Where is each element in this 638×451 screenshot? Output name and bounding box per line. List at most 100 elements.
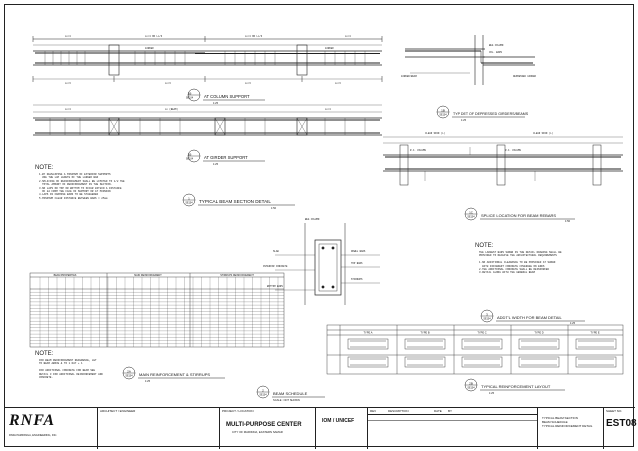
sched-header-1: BEAM PROPERTIES [54,274,77,277]
label-ln3-3: Ln/3 [245,82,251,85]
d3-sheet: SE104 [185,202,193,205]
d9-title: TYPICAL REINFORCEMENT LAYOUT [481,384,551,389]
architect-cell: ARCHITECT / ENGINEER [97,408,219,449]
label-stirrups: STIRRUPS [351,278,363,281]
label-beg-column: BEG COLUMN [489,44,504,47]
detail-6-bubble [480,309,585,323]
detail-4-bubble [436,105,525,119]
d3-num: 1 [188,196,190,200]
reinforcement-layout-table [326,324,624,375]
note1-title: NOTE: [35,165,54,171]
sched-header-3: STIRRUPS REINFORCEMENT [220,274,254,277]
d1-scale: 1:25 [213,101,219,105]
detail-addtl-width [275,223,380,305]
note2-title: NOTE: [35,351,54,357]
drawing-sheet: 1B SE104 AT COLUMN SUPPORT 1:25 1B SE104… [4,4,637,449]
drawing-canvas: 1B SE104 AT COLUMN SUPPORT 1:25 1B SE104… [29,35,624,402]
label-bottom-bars: BOTTOM BARS [267,285,283,288]
d1-title: AT COLUMN SUPPORT [204,94,250,99]
d6-num: 3 [486,312,488,316]
label-ln3-1: Ln/3 [65,82,71,85]
d2-sheet: SE104 [186,158,194,161]
project-sub: CITY OF MARIKINA, EASTERN SAMAR [232,430,283,434]
company-logo: RNFA RNFA PAMPANGA, ENGINEERING, INC. [9,412,93,444]
label-ln4-2: Ln/4 [345,35,351,38]
d5-scale: 1:50 [565,219,571,223]
d8-title: BEAM SCHEDULE [273,391,308,396]
label-beg-column-2: BEG COLUMN [305,218,320,221]
company-sub: RNFA PAMPANGA, ENGINEERING, INC. [9,434,58,437]
d2-num: 1B [188,152,192,156]
d8-num: 2 [262,388,264,392]
label-top-bars: TOP BARS [351,262,363,265]
label-interior: INTERIOR CONCRETE [263,265,288,268]
sheet-no-cell: SHEET NO. EST08 [603,408,637,449]
d3-title: TYPICAL BEAM SECTION DETAIL [199,199,271,204]
d6-title: ADDT'L WIDTH FOR BEAM DETAIL [497,315,563,320]
company-name: RNFA [9,412,56,429]
label-clear-span-2: CLEAR SPAN (L) [533,132,554,135]
label-ln4-right: Ln/4 OR Ln/3 [245,35,263,38]
detail-8-bubble [256,385,325,399]
label-dowel-bars: DOWEL BARS [351,250,366,253]
d9-num: 2B [469,381,473,385]
layout-type-a: TYPE A [363,330,372,334]
sheet-title: TYPICAL BEAM SECTION BEAM SCHEDULE TYPIC… [542,416,593,428]
layout-beam-shape [461,356,503,368]
label-ln3-4: Ln/3 [335,82,341,85]
detail-3-bubble [182,193,295,207]
d1-sheet: SE104 [186,97,194,100]
layout-type-e: TYPE E [590,330,599,334]
label-girder-2: GIRDER [325,47,334,50]
d5-num: 1C [469,210,474,214]
rev-label: REV [370,409,377,413]
label-slab: SLAB [273,250,279,253]
label-clear-span-1: CLEAR SPAN (L) [425,132,446,135]
d4-scale: 1:25 [461,118,467,122]
beam-schedule-table [29,272,285,348]
layout-beam-shape [518,338,560,350]
d7-title: MAIN REINFORCEMENT & STIRRUPS [139,372,210,377]
label-ln4-left: Ln/4 OR Ln/3 [145,35,163,38]
by-label: BY [448,409,453,413]
layout-beam-shape [347,338,389,350]
layout-beam-shape [404,338,446,350]
label-ln3-2: Ln/3 [165,82,171,85]
layout-type-d: TYPE D [534,330,543,334]
desc-label: DESCRIPTION [388,409,409,413]
project-name: MULTI-PURPOSE CENTER [226,422,302,428]
d3-scale: 1:50 [271,206,277,210]
detail-9-bubble [464,378,565,392]
note2-body: FOR BEAM REINFORCEMENT REFERENCE, LET TO… [39,359,103,380]
sheet-no: EST08 [606,418,637,429]
d8-scale: SCALE : NOT SHOWN [273,398,300,402]
project-label: PROJECT / LOCATION [222,409,254,413]
label-ln-beam: Ln (BEAM) [165,108,178,111]
d8-sheet: SE104 [259,394,267,397]
label-rc-column-1: R.C. COLUMN [410,149,426,152]
label-girder-1: GIRDER [145,47,154,50]
note1-body: 1.BY DEVELOPING A MINIMUM OF EXTERIOR SU… [39,173,125,200]
d9-scale: 1:25 [489,391,495,395]
layout-beam-shape [461,338,503,350]
d6-scale: 1:25 [570,321,576,325]
sheet-label: SHEET NO. [606,409,623,413]
sheet-title-cell: TYPICAL BEAM SECTION BEAM SCHEDULE TYPIC… [537,408,603,449]
revision-cell: REV DESCRIPTION DATE BY [367,408,538,449]
client-name: IOM / UNICEF [322,418,355,424]
d2-title: AT GIRDER SUPPORT [204,155,248,160]
note3-body: THE LARGEST BARS SHOWN IN THE DETAIL DRA… [479,251,562,275]
title-block: RNFA RNFA PAMPANGA, ENGINEERING, INC. AR… [5,407,637,449]
label-ln4-1: Ln/4 [65,35,71,38]
layout-beam-shape [575,338,617,350]
d4-sheet: SE104 [439,114,447,117]
label-girder-beam: GIRDER/BEAM [401,75,417,78]
layout-beam-shape [404,356,446,368]
layout-beam-shape [347,356,389,368]
client-cell: IOM / UNICEF [315,408,367,449]
label-col-bars: COL. BARS [489,51,502,54]
d4-title: TYP DET OF DEPRESSED GIRDERS/BEAMS [453,112,529,116]
project-cell: PROJECT / LOCATION MULTI-PURPOSE CENTER … [219,408,315,449]
d2-scale: 1:25 [213,162,219,166]
d6-sheet: SE104 [483,318,491,321]
